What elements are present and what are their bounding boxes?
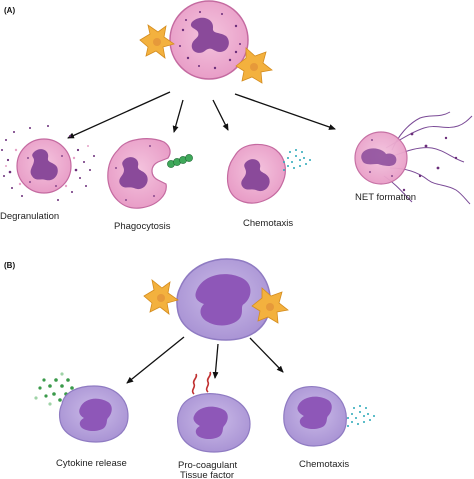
arrow-to-degranulation xyxy=(67,91,171,139)
chemotaxis-cell-a xyxy=(226,143,311,204)
net-nucleus xyxy=(361,148,397,166)
arrow-to-cytokine-release xyxy=(126,336,185,384)
arrow-to-net-formation xyxy=(234,93,336,130)
procoagulant-cell xyxy=(177,371,251,453)
panel-b-label: (B) xyxy=(4,261,15,270)
central-neutrophil xyxy=(169,0,249,80)
arrow-to-procoagulant xyxy=(212,343,219,379)
chemotaxis-b-nucleus xyxy=(297,396,332,429)
chemotaxis-cell-b xyxy=(283,386,375,447)
tissue-factor-right xyxy=(205,371,212,393)
phagocytosis-cell xyxy=(107,138,193,209)
label-cytokine-release: Cytokine release xyxy=(56,458,127,469)
arrow-to-chemotaxis-a xyxy=(212,99,229,131)
central-monocyte xyxy=(176,258,271,341)
label-phagocytosis: Phagocytosis xyxy=(114,221,171,232)
label-procoagulant-line2: Tissue factor xyxy=(180,470,234,479)
label-net-formation: NET formation xyxy=(355,192,416,203)
arrow-to-phagocytosis xyxy=(172,99,184,133)
label-degranulation: Degranulation xyxy=(0,211,59,222)
neutrophil-nucleus xyxy=(190,17,229,53)
bacteria-chain xyxy=(167,154,193,168)
arrow-to-chemotaxis-b xyxy=(249,337,284,373)
cytokine-nucleus xyxy=(79,398,112,431)
degranulation-cell xyxy=(1,125,95,201)
panel-a-label: (A) xyxy=(4,6,15,15)
label-chemotaxis-b: Chemotaxis xyxy=(299,459,349,470)
net-formation-cell xyxy=(354,111,473,205)
label-procoagulant-line1: Pro-coagulant xyxy=(178,460,238,471)
monocyte-nucleus xyxy=(195,274,251,326)
chemotaxis-a-nucleus xyxy=(241,159,270,192)
cytokine-release-cell xyxy=(34,372,129,443)
procoagulant-nucleus xyxy=(193,406,228,439)
label-chemotaxis-a: Chemotaxis xyxy=(243,218,293,229)
degranulation-nucleus xyxy=(30,149,58,181)
tissue-factor-left xyxy=(191,373,198,395)
phagocytosis-nucleus xyxy=(119,157,148,190)
